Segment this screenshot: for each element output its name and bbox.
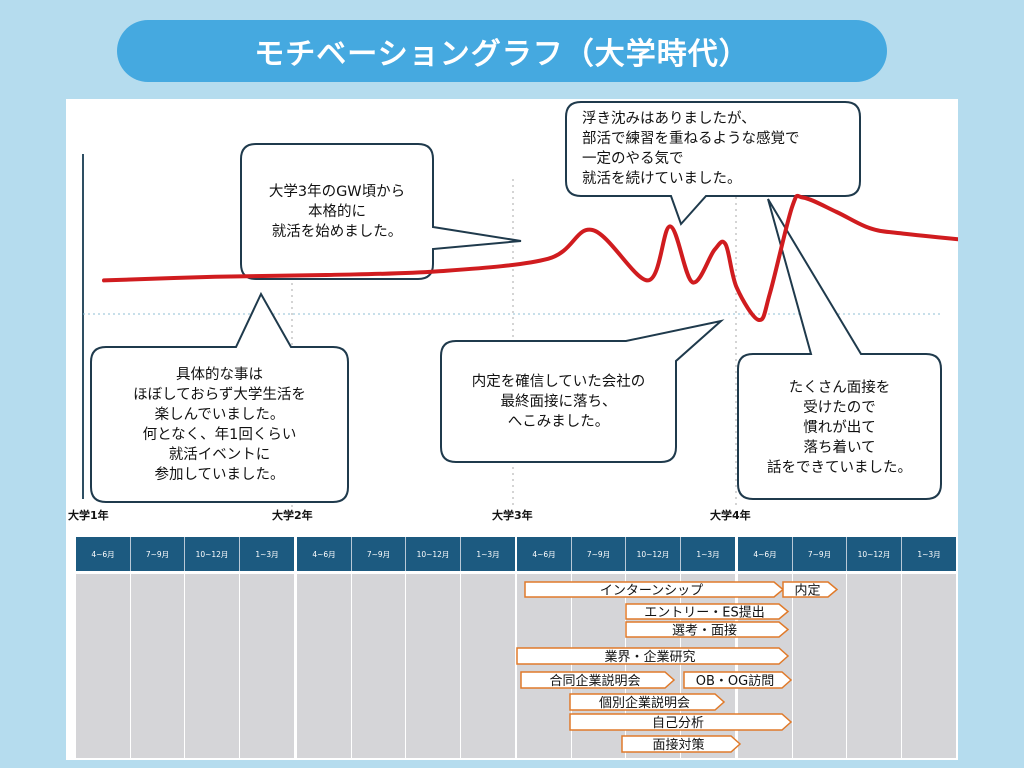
bubble-b1 [90, 291, 349, 503]
bubble-b3-line-2: 最終面接に落ち、 [500, 394, 617, 410]
month-cell: 10~12月 [626, 537, 681, 571]
grid-cell [185, 574, 240, 758]
bubble-b5-line-5: 話をできていました。 [767, 460, 912, 476]
year-label-4: 大学4年 [710, 509, 751, 522]
bubble-b1-line-1: 具体的な事は [176, 367, 263, 383]
grid-cell [793, 574, 847, 758]
bubble-b5-line-3: 慣れが出て [803, 420, 876, 436]
bubble-b3-text: 内定を確信していた会社の 最終面接に落ち、 へこみました。 [441, 346, 676, 458]
timeline-grid-year-4 [738, 574, 956, 758]
year-label-2: 大学2年 [272, 509, 313, 522]
bubble-b2-text: 大学3年のGW頃から 本格的に 就活を始めました。 [241, 149, 433, 274]
bubble-b5-line-2: 受けたので [803, 400, 876, 416]
grid-cell [738, 574, 793, 758]
bubble-b3-line-3: へこみました。 [507, 414, 610, 430]
bubble-b4-line-4: 就活を続けていました。 [582, 171, 742, 187]
bubble-b2-line-1: 大学3年のGW頃から [268, 183, 406, 200]
bubble-b4-line-3: 一定のやる気で [582, 151, 684, 167]
bubble-b1-line-3: 楽しんでいました。 [154, 407, 285, 423]
timeline-grid-year-2 [297, 574, 515, 758]
timeline-grid-year-1 [76, 574, 294, 758]
bubble-b1-line-2: ほぼしておらず大学生活を [133, 387, 306, 403]
month-cell: 4~6月 [76, 537, 131, 571]
year-label-1: 大学1年 [68, 509, 109, 522]
bubble-b2-line-2: 本格的に [308, 203, 366, 220]
month-cell: 1~3月 [681, 537, 735, 571]
bubble-b1-text: 具体的な事は ほぼしておらず大学生活を 楽しんでいました。 何となく、年1回くら… [91, 351, 348, 499]
bubble-b5 [737, 198, 942, 500]
month-cell: 7~9月 [352, 537, 406, 571]
month-cell: 1~3月 [902, 537, 956, 571]
month-header-year-2: 4~6月 7~9月 10~12月 1~3月 [297, 537, 515, 571]
grid-cell [240, 574, 294, 758]
grid-cell [461, 574, 515, 758]
bubble-b4-line-1: 浮き沈みはありましたが、 [582, 111, 756, 127]
grid-cell [297, 574, 352, 758]
bubble-b4-text: 浮き沈みはありましたが、 部活で練習を重ねるような感覚で 一定のやる気で 就活を… [582, 105, 857, 193]
month-header-year-4: 4~6月 7~9月 10~12月 1~3月 [738, 537, 956, 571]
grid-cell [681, 574, 735, 758]
grid-cell [572, 574, 626, 758]
month-cell: 10~12月 [847, 537, 902, 571]
timeline-grid-year-3 [517, 574, 735, 758]
grid-cell [352, 574, 406, 758]
month-cell: 7~9月 [572, 537, 626, 571]
bubble-b2-line-3: 就活を始めました。 [271, 223, 403, 240]
bubble-b2 [240, 143, 522, 280]
month-header-year-1: 4~6月 7~9月 10~12月 1~3月 [76, 537, 294, 571]
grid-cell [131, 574, 185, 758]
bubble-b1-line-6: 参加していました。 [154, 467, 285, 483]
grid-cell [406, 574, 461, 758]
month-header-year-3: 4~6月 7~9月 10~12月 1~3月 [517, 537, 735, 571]
bubble-b5-line-1: たくさん面接を [788, 380, 891, 396]
month-cell: 7~9月 [131, 537, 185, 571]
month-cell: 7~9月 [793, 537, 847, 571]
motivation-curve [102, 193, 958, 322]
bubble-b5-line-4: 落ち着いて [803, 440, 876, 456]
month-cell: 1~3月 [240, 537, 294, 571]
bubble-b1-line-4: 何となく、年1回くらい [142, 427, 297, 443]
grid-cell [517, 574, 572, 758]
bubble-b4 [565, 101, 861, 226]
bubble-b5-text: たくさん面接を 受けたので 慣れが出て 落ち着いて 話をできていました。 [738, 361, 941, 495]
bubble-b3 [440, 319, 725, 463]
month-cell: 10~12月 [185, 537, 240, 571]
month-cell: 1~3月 [461, 537, 515, 571]
grid-cell [847, 574, 902, 758]
month-cell: 4~6月 [517, 537, 572, 571]
bubble-b3-line-1: 内定を確信していた会社の [471, 374, 646, 390]
grid-cell [626, 574, 681, 758]
year-label-3: 大学3年 [492, 509, 533, 522]
month-cell: 10~12月 [406, 537, 461, 571]
motivation-chart [82, 101, 958, 509]
bubble-b4-line-2: 部活で練習を重ねるような感覚で [582, 131, 800, 147]
page-title: モチベーショングラフ（大学時代） [117, 20, 887, 82]
month-cell: 4~6月 [738, 537, 793, 571]
grid-cell [76, 574, 131, 758]
bubble-b1-line-5: 就活イベントに [168, 447, 271, 463]
month-cell: 4~6月 [297, 537, 352, 571]
grid-cell [902, 574, 956, 758]
